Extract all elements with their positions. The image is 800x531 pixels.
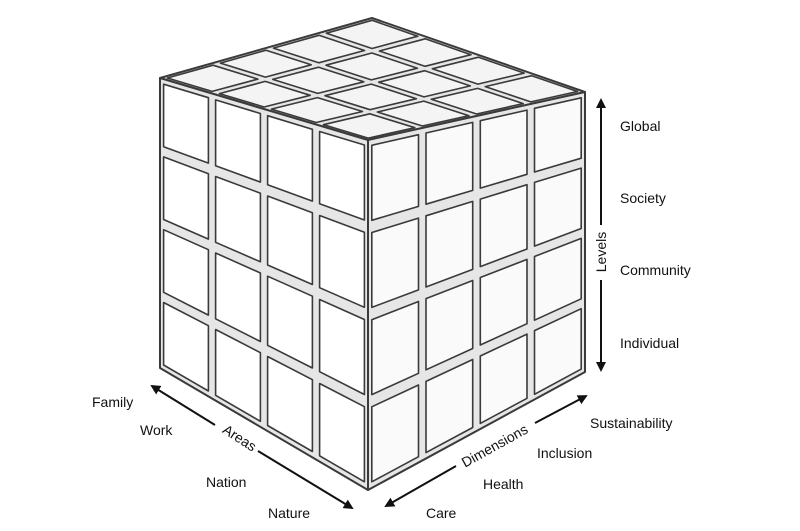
- cube-cell-right: [370, 217, 420, 309]
- dimension-label-inclusion: Inclusion: [537, 445, 592, 461]
- cube-cell-top: [219, 49, 313, 78]
- cube-cell-left: [214, 252, 262, 343]
- cube-cell-left: [162, 156, 210, 240]
- cube-cell-right: [370, 300, 420, 396]
- cube-cell-right: [533, 97, 583, 173]
- area-label-work: Work: [140, 422, 173, 438]
- area-label-nation: Nation: [206, 474, 246, 490]
- cube-cell-top: [166, 64, 259, 93]
- cube-cell-right: [425, 358, 474, 454]
- cube-cell-right: [479, 183, 528, 268]
- level-label-individual: Individual: [620, 335, 679, 351]
- cube-cell-top: [378, 37, 472, 68]
- cube-face-right: [367, 91, 586, 491]
- cube-cell-right: [533, 237, 583, 322]
- cube-cell-top: [322, 113, 416, 139]
- cube-cell-left: [318, 130, 366, 221]
- cube-cell-top: [325, 19, 419, 50]
- cube-cell-right: [425, 121, 474, 205]
- dimension-label-health: Health: [483, 476, 523, 492]
- cube-cell-top: [377, 69, 472, 98]
- cube-cell-top: [376, 100, 470, 127]
- cube-cell-left: [318, 214, 366, 309]
- cube-cell-top: [270, 96, 364, 124]
- cube-cell-top: [325, 52, 419, 81]
- cube-cell-left: [162, 228, 210, 316]
- cube-cell-left: [318, 298, 366, 396]
- levels-axis-label: Levels: [593, 232, 609, 272]
- areas-arrow: [150, 384, 216, 426]
- cube-cell-right: [425, 279, 474, 371]
- cube-cell-left: [266, 195, 314, 286]
- cube-cell-top: [271, 66, 365, 95]
- area-label-nature: Nature: [268, 505, 310, 521]
- cube-cell-top: [218, 80, 312, 108]
- cube-cell-top: [272, 34, 366, 64]
- area-label-family: Family: [92, 394, 133, 410]
- cube-cell-left: [162, 301, 210, 392]
- cube-cell-top: [324, 83, 418, 111]
- cube-cell-right: [533, 167, 583, 247]
- cube-cell-right: [425, 200, 474, 288]
- areas-axis-label: Areas: [220, 421, 259, 454]
- level-label-global: Global: [620, 118, 660, 134]
- cube-cell-right: [479, 333, 528, 425]
- areas-arrow-lower: [257, 450, 354, 510]
- cube-cell-left: [318, 382, 366, 483]
- cube-cell-right: [479, 258, 528, 346]
- cube-cell-top: [484, 74, 579, 103]
- cube-cell-top: [431, 56, 526, 85]
- cube-cell-top: [430, 87, 525, 115]
- cube: [159, 17, 586, 491]
- cube-cell-left: [266, 114, 314, 202]
- cube-cell-left: [214, 328, 262, 423]
- dimensions-arrow: [384, 465, 457, 507]
- cube-cell-left: [266, 275, 314, 369]
- cube-cell-left: [214, 175, 262, 263]
- level-label-society: Society: [620, 190, 666, 206]
- cube-cell-left: [214, 99, 262, 183]
- cube-cell-right: [370, 133, 420, 222]
- dimension-label-sustainability: Sustainability: [590, 415, 673, 431]
- cube-cell-left: [162, 83, 210, 164]
- level-label-community: Community: [620, 262, 691, 278]
- cube-cell-right: [533, 307, 583, 396]
- cube-cell-left: [266, 355, 314, 453]
- dimension-label-care: Care: [426, 505, 457, 521]
- dimensions-arrow-upper: [534, 395, 588, 424]
- cube-cell-right: [479, 109, 528, 189]
- cube-cell-right: [370, 384, 420, 483]
